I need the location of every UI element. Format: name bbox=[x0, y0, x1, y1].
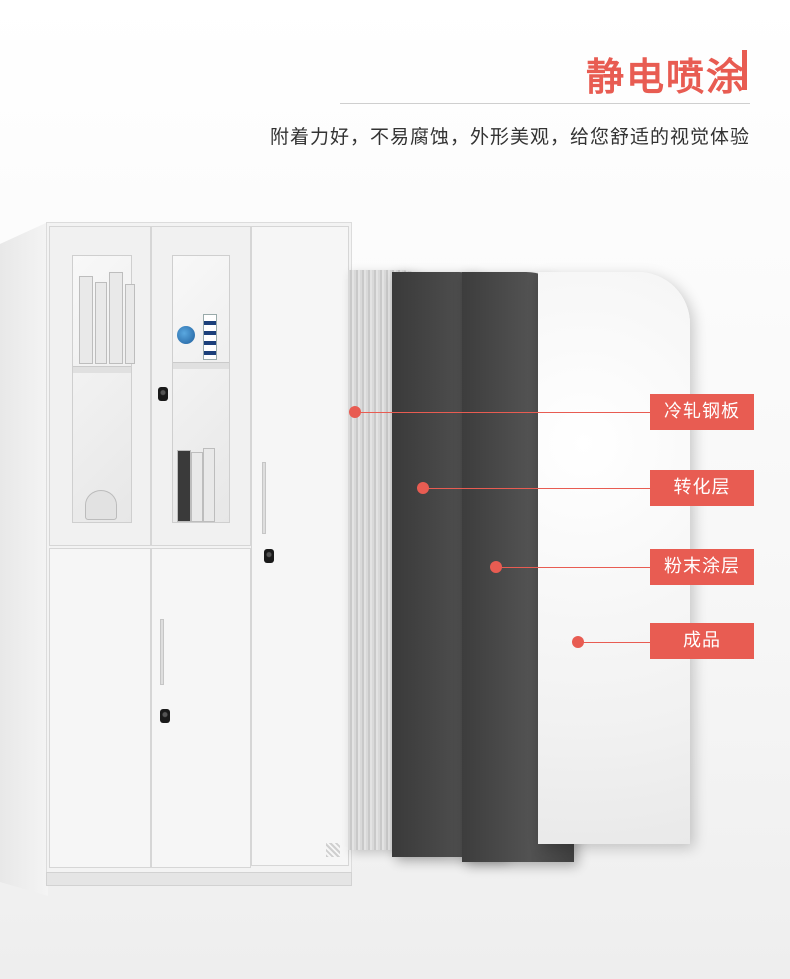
lock-icon bbox=[264, 549, 274, 563]
callout-leader bbox=[583, 642, 650, 643]
callout-leader bbox=[428, 488, 650, 489]
callout-leader bbox=[360, 412, 650, 413]
callout-dot bbox=[417, 482, 429, 494]
section-subtitle: 附着力好，不易腐蚀，外形美观，给您舒适的视觉体验 bbox=[269, 126, 750, 148]
title-accent-bar bbox=[742, 50, 747, 90]
door-handle bbox=[160, 619, 164, 685]
header-divider bbox=[340, 103, 750, 104]
lock-icon bbox=[160, 709, 170, 723]
section-title: 静电喷涂 bbox=[585, 55, 746, 99]
book bbox=[177, 450, 191, 522]
cabinet-image bbox=[46, 222, 352, 874]
book bbox=[191, 452, 203, 522]
tall-door-right bbox=[251, 226, 349, 866]
vent-holes bbox=[326, 843, 340, 857]
callout-tag-conversion-layer: 转化层 bbox=[650, 470, 754, 506]
book bbox=[79, 276, 93, 364]
glass-panel bbox=[172, 255, 230, 523]
bottom-door-left bbox=[49, 548, 151, 868]
glass-door-left bbox=[49, 226, 151, 546]
callout-dot bbox=[490, 561, 502, 573]
cabinet-side-panel bbox=[0, 222, 48, 896]
book bbox=[109, 272, 123, 364]
lighthouse-ornament bbox=[203, 314, 217, 360]
book bbox=[125, 284, 135, 364]
bottom-door-middle bbox=[151, 548, 251, 868]
book bbox=[203, 448, 215, 522]
shelf bbox=[73, 366, 131, 373]
globe-ornament bbox=[177, 326, 195, 344]
glass-panel bbox=[72, 255, 135, 523]
callout-dot bbox=[349, 406, 361, 418]
callout-tag-finished-product: 成品 bbox=[650, 623, 754, 659]
book bbox=[95, 282, 107, 364]
callout-leader bbox=[501, 567, 650, 568]
cabinet-base bbox=[46, 872, 352, 886]
lock-icon bbox=[158, 387, 168, 401]
door-handle bbox=[262, 462, 266, 534]
coral-ornament bbox=[85, 490, 117, 520]
callout-dot bbox=[572, 636, 584, 648]
callout-tag-powder-coating: 粉末涂层 bbox=[650, 549, 754, 585]
glass-door-middle bbox=[151, 226, 251, 546]
shelf bbox=[173, 362, 229, 369]
callout-tag-cold-rolled-steel: 冷轧钢板 bbox=[650, 394, 754, 430]
